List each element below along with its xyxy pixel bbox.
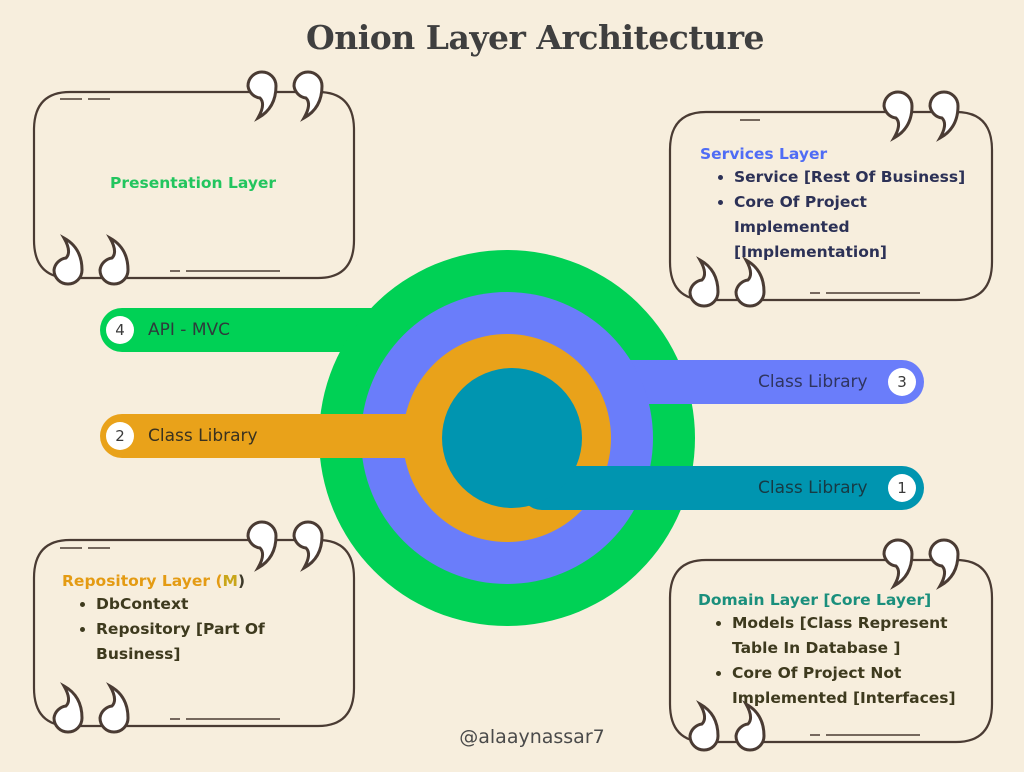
layer2-pill	[100, 414, 440, 458]
layer3-pill	[600, 360, 924, 404]
quote-mark	[292, 70, 324, 122]
quote-mark	[928, 538, 960, 590]
services-item: Service [Rest Of Business]	[734, 165, 990, 190]
domain-item: Core Of Project Not Implemented [Interfa…	[732, 661, 972, 711]
layer4-pill	[100, 308, 420, 352]
repository-heading-text: Repository Layer (	[62, 572, 223, 590]
quote-mark	[734, 256, 766, 308]
domain-item: Models [Class Represent Table In Databas…	[732, 611, 962, 661]
services-item: Core Of Project Implemented [Implementat…	[734, 190, 934, 265]
quote-mark	[292, 520, 324, 572]
quote-marks	[52, 70, 960, 752]
quote-mark	[52, 682, 84, 734]
presentation-card-frame	[32, 90, 356, 280]
layer4-number: 4	[106, 316, 134, 344]
quote-mark	[98, 682, 130, 734]
quote-mark	[928, 90, 960, 142]
repository-heading: Repository Layer (M)	[62, 572, 322, 590]
quote-mark	[246, 520, 278, 572]
layer3-label: Class Library	[758, 372, 868, 392]
quote-mark	[882, 90, 914, 142]
author-handle: @alaaynassar7	[459, 726, 605, 748]
page-title: Onion Layer Architecture	[306, 18, 764, 57]
repository-heading-m: M	[222, 572, 238, 590]
layer3-number: 3	[888, 368, 916, 396]
layer4-label: API - MVC	[148, 320, 231, 340]
repository-item: Repository [Part Of Business]	[96, 617, 286, 667]
domain-card-frame	[668, 558, 994, 744]
domain-heading: Domain Layer [Core Layer]	[698, 591, 932, 609]
domain-card: Domain Layer [Core Layer] Models [Class …	[698, 591, 988, 711]
services-card-frame	[668, 110, 994, 302]
quote-mark	[52, 234, 84, 286]
quote-mark	[882, 538, 914, 590]
repository-item: DbContext	[96, 592, 322, 617]
repository-card: Repository Layer (M) DbContext Repositor…	[62, 572, 322, 667]
layer1-pill	[520, 466, 924, 510]
layer1-number: 1	[888, 474, 916, 502]
repository-card-frame	[32, 538, 356, 728]
repository-heading-close: )	[237, 572, 246, 590]
quote-mark	[688, 256, 720, 308]
quote-mark	[246, 70, 278, 122]
card-dashes	[60, 98, 920, 736]
presentation-heading: Presentation Layer	[110, 174, 277, 192]
layer2-number: 2	[106, 422, 134, 450]
quote-mark	[98, 234, 130, 286]
layer2-label: Class Library	[148, 426, 258, 446]
layer1-label: Class Library	[758, 478, 868, 498]
services-heading: Services Layer	[700, 145, 828, 163]
layer1-core	[442, 368, 582, 508]
quote-mark	[688, 700, 720, 752]
services-card: Services Layer Service [Rest Of Business…	[700, 145, 990, 265]
onion-diagram	[100, 250, 924, 626]
quote-mark	[734, 700, 766, 752]
presentation-card: Presentation Layer	[110, 174, 276, 192]
